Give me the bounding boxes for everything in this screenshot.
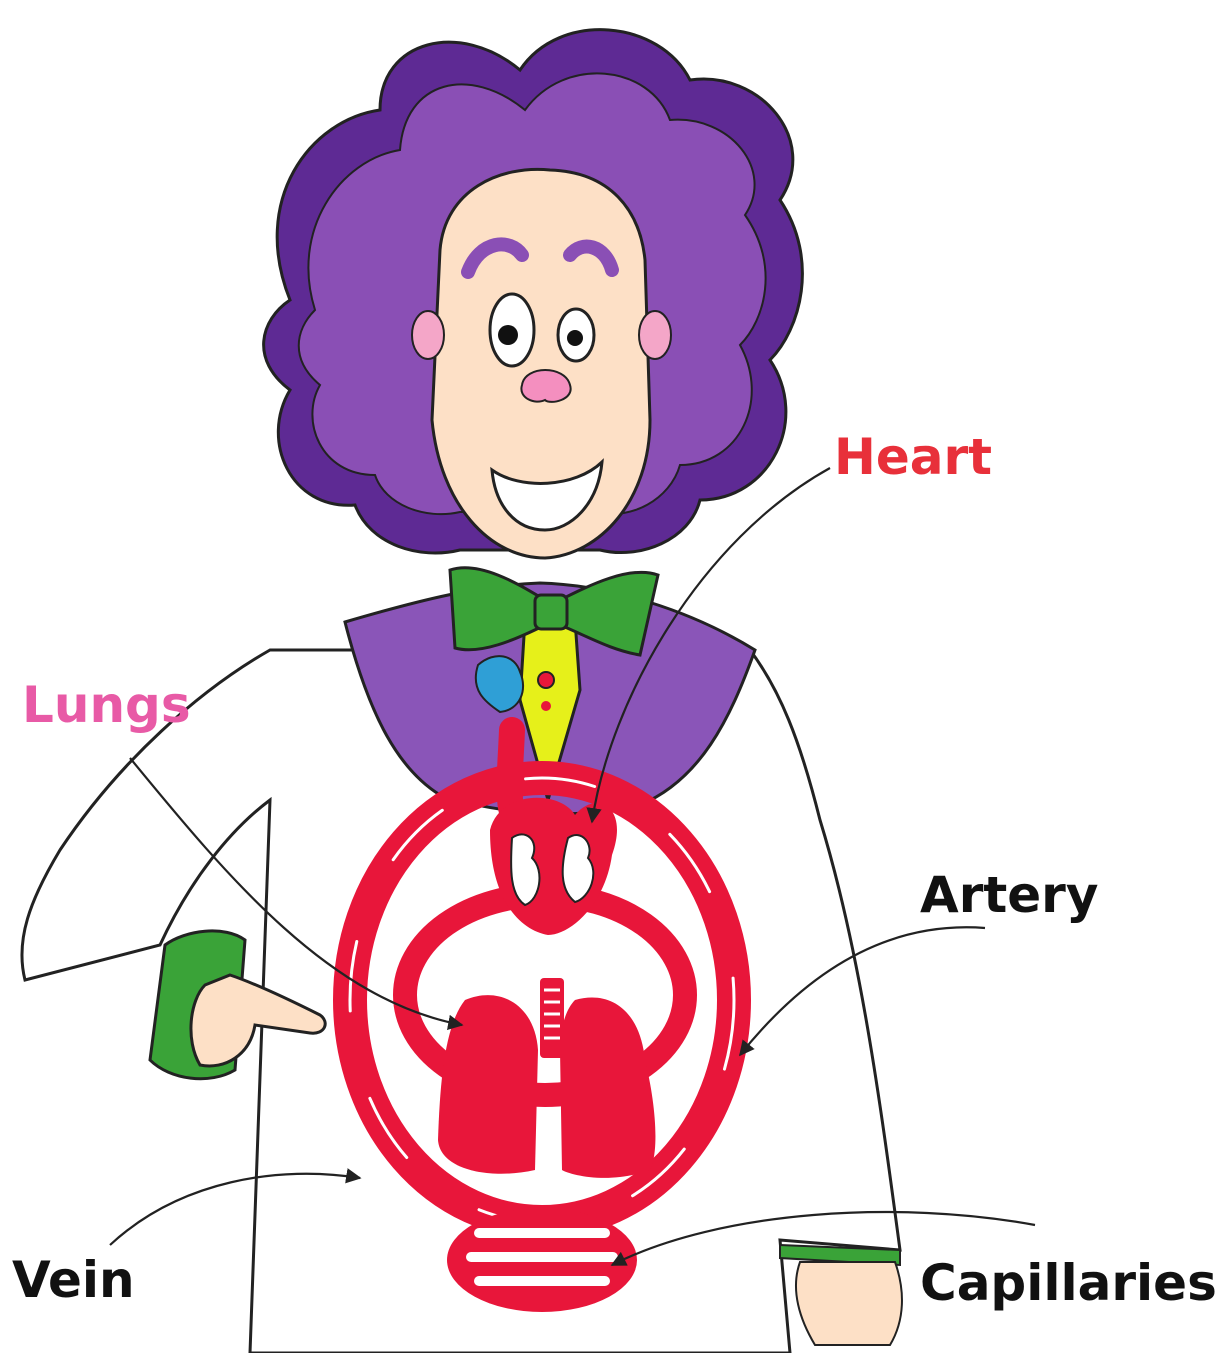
heart-label: Heart [834, 432, 992, 482]
left-pupil [498, 325, 518, 345]
nose [521, 370, 570, 402]
artery-label: Artery [920, 870, 1098, 920]
left-ear [412, 311, 444, 359]
tie-button [538, 672, 554, 688]
right-pupil [567, 330, 583, 346]
capillaries-label: Capillaries [920, 1258, 1217, 1308]
lungs-label: Lungs [22, 680, 191, 730]
tie-button [541, 701, 551, 711]
vein-label: Vein [12, 1255, 135, 1305]
right-hand [796, 1262, 902, 1345]
right-ear [639, 311, 671, 359]
capillaries-organ [447, 1208, 637, 1312]
